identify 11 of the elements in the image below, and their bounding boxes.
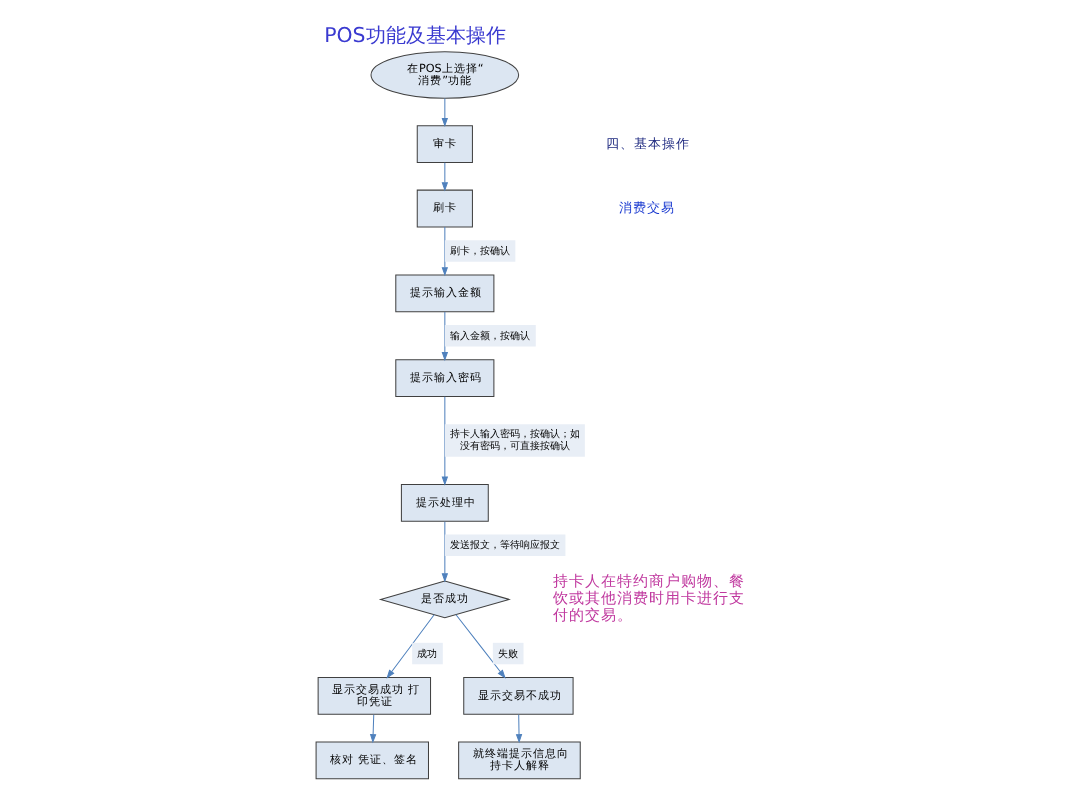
arrow [440,226,448,277]
arrow [440,97,448,128]
arrow [440,162,448,192]
arrow [440,396,448,486]
arrow [440,311,448,362]
arrow [440,521,448,583]
arrow [514,714,522,744]
arrow [368,714,376,744]
arrow [454,614,505,679]
arrow [385,614,434,679]
diagram-title: POS功能及基本操作 [323,25,505,48]
